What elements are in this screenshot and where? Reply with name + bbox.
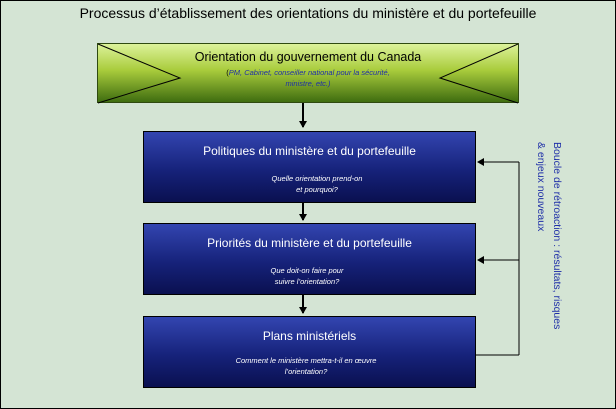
subtitle-line-2: ministre, etc.) (285, 79, 331, 88)
subtitle-open-paren: ( (226, 68, 229, 77)
box-plans-question: Comment le ministère mettra-t-il en œuvr… (206, 355, 406, 377)
box-priorites-question: Que doit-on faire pour suivre l’orientat… (232, 265, 382, 287)
box-politiques-title: Politiques du ministère et du portefeuil… (203, 144, 416, 158)
feedback-loop-label: Boucle de rétroaction : résultats, risqu… (529, 142, 565, 352)
government-orientation-subtitle: (PM, Cabinet, conseiller national pour l… (98, 67, 518, 89)
feedback-label-line-1: Boucle de rétroaction : résultats, risqu… (551, 142, 563, 330)
diagram-title: Processus d’établissement des orientatio… (79, 5, 537, 21)
box-priorites: Priorités du ministère et du portefeuill… (143, 223, 476, 295)
box-politiques-question-line-1: Quelle orientation prend-on (271, 174, 363, 183)
box-plans-title: Plans ministériels (262, 329, 357, 343)
chevron-right-line (438, 43, 519, 104)
box-priorites-title: Priorités du ministère et du portefeuill… (207, 236, 412, 250)
box-plans: Plans ministériels Comment le ministère … (143, 316, 476, 388)
box-priorites-question-line-2: suivre l’orientation? (274, 277, 340, 286)
box-politiques-question: Quelle orientation prend-on et pourquoi? (242, 173, 392, 195)
box-politiques-question-line-2: et pourquoi? (296, 185, 338, 194)
box-plans-question-line-1: Comment le ministère mettra-t-il en œuvr… (235, 356, 377, 365)
chevron-left-line (97, 43, 182, 104)
subtitle-line-1: PM, Cabinet, conseiller national pour la… (228, 68, 390, 77)
box-plans-question-line-2: l’orientation? (284, 367, 328, 376)
box-politiques: Politiques du ministère et du portefeuil… (143, 131, 476, 203)
box-priorites-question-line-1: Que doit-on faire pour (270, 266, 344, 275)
feedback-label-line-2: & enjeux nouveaux (535, 142, 547, 232)
government-orientation-title: Orientation du gouvernement du Canada (194, 50, 422, 64)
